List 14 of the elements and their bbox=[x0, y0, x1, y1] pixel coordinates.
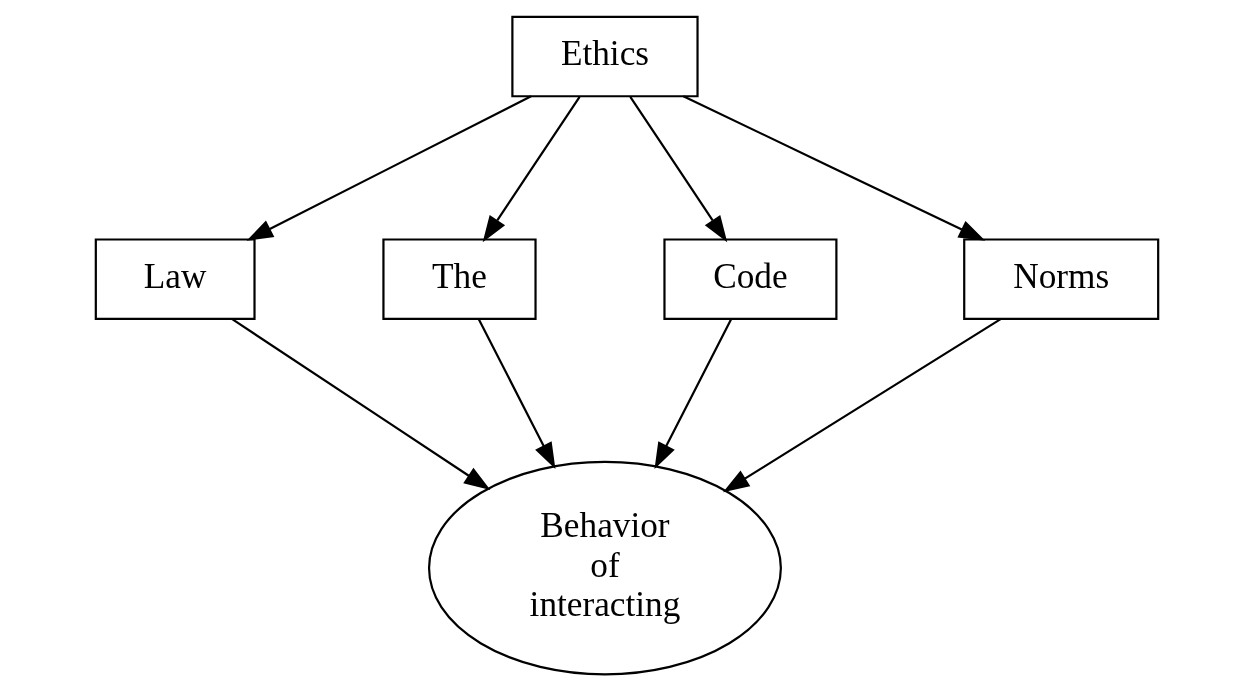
node-box: Norms bbox=[962, 238, 1159, 320]
arrow bbox=[682, 95, 985, 241]
node-ellipse: Behavior of interacting bbox=[427, 460, 782, 676]
arrow bbox=[654, 318, 732, 469]
arrow bbox=[246, 95, 532, 241]
node-box: Law bbox=[94, 238, 256, 320]
arrow bbox=[722, 318, 1001, 493]
node-box: Code bbox=[662, 238, 837, 320]
arrow bbox=[477, 318, 555, 469]
arrow bbox=[231, 318, 490, 491]
arrow bbox=[628, 96, 727, 243]
arrow bbox=[482, 96, 581, 243]
node-box: Ethics bbox=[510, 15, 699, 98]
node-box: The bbox=[381, 238, 537, 320]
